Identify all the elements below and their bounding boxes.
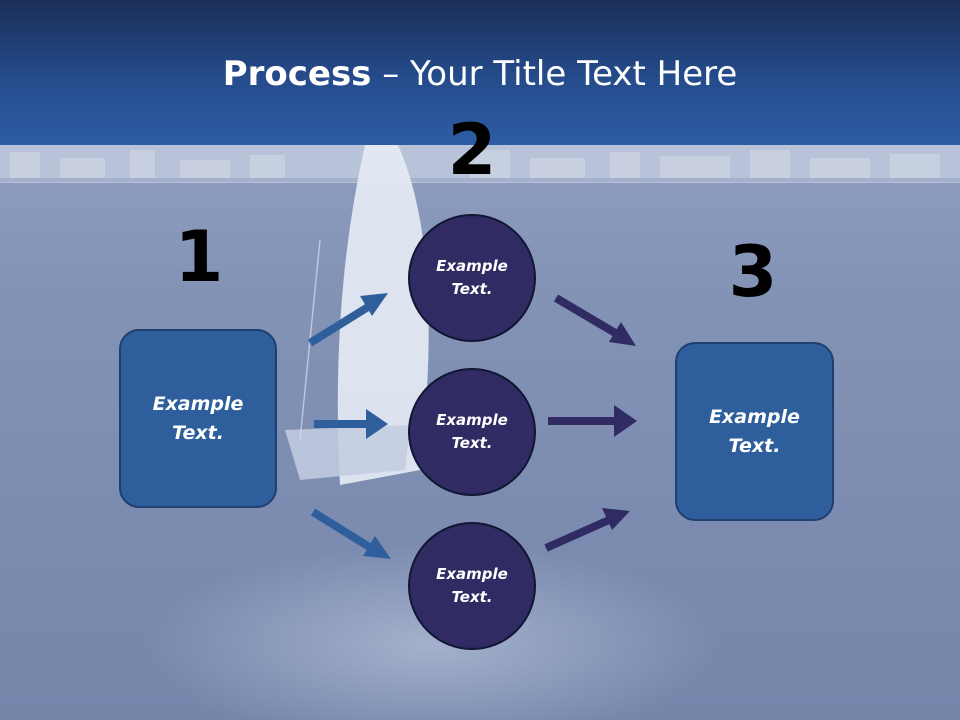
bottom-circle: Example Text.: [408, 522, 536, 650]
bottom-circle-label: Example Text.: [436, 565, 508, 606]
arrow-middle-to-right: [548, 405, 637, 437]
left-process-box: Example Text.: [119, 329, 277, 508]
arrow-left-to-top: [307, 293, 388, 347]
title-bold: Process: [222, 54, 372, 94]
top-circle-label: Example Text.: [436, 257, 508, 298]
arrow-left-to-middle: [314, 409, 388, 439]
left-box-label: Example Text.: [152, 392, 244, 444]
step-number-2: 2: [447, 109, 497, 191]
step-number-1: 1: [174, 216, 224, 298]
arrow-top-to-right: [553, 294, 636, 346]
step-number-3: 3: [728, 231, 778, 313]
top-circle: Example Text.: [408, 214, 536, 342]
right-process-box: Example Text.: [675, 342, 834, 521]
middle-circle: Example Text.: [408, 368, 536, 496]
middle-circle-label: Example Text.: [436, 411, 508, 452]
arrow-left-to-bottom: [310, 508, 391, 559]
slide-title: Process – Your Title Text Here: [0, 52, 960, 96]
arrow-bottom-to-right: [544, 508, 630, 552]
right-box-label: Example Text.: [709, 405, 800, 457]
title-rest: – Your Title Text Here: [371, 54, 738, 94]
title-bar: [0, 0, 960, 145]
